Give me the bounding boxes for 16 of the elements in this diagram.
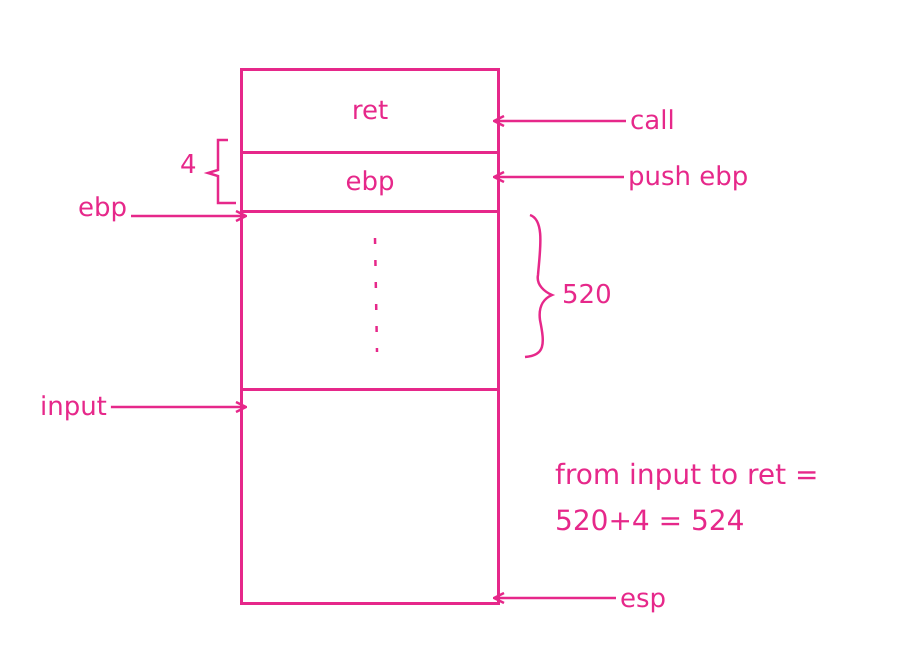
arrow	[492, 170, 624, 184]
arrow	[131, 210, 248, 222]
arrow	[492, 592, 616, 604]
arrow	[492, 114, 626, 128]
arrow	[110, 400, 248, 414]
dimension-label: 520	[562, 280, 612, 310]
dimension-label: 4	[180, 150, 197, 180]
pointer-label: input	[40, 392, 107, 422]
instruction-label: call	[630, 106, 675, 136]
note-text: from input to ret = 520+4 = 524	[555, 457, 820, 539]
register-label: esp	[620, 584, 666, 614]
instruction-label: push ebp	[628, 162, 748, 192]
register-label: ebp	[78, 193, 128, 223]
stack-frame	[240, 68, 500, 605]
stack-cell: ret	[243, 68, 497, 151]
stack-cell: ebp	[243, 151, 497, 210]
